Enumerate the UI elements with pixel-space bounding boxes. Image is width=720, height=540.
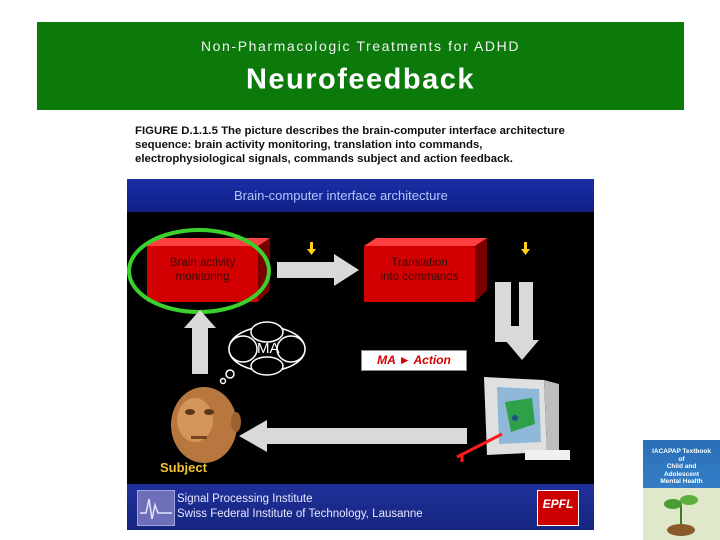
translation-label-line2: into commands bbox=[364, 270, 475, 284]
bci-diagram: Brain activity monitoring Translation in… bbox=[127, 212, 594, 484]
epfl-logo: EPFL bbox=[537, 490, 579, 526]
display-monitor bbox=[484, 377, 570, 460]
thought-label: MA bbox=[257, 340, 280, 357]
institute-line-1: Signal Processing Institute bbox=[177, 493, 313, 505]
epfl-logo-text: EPFL bbox=[538, 497, 578, 511]
figure-caption: FIGURE D.1.1.5 The picture describes the… bbox=[127, 115, 594, 179]
monitoring-label: Brain activity monitoring bbox=[147, 256, 258, 284]
slide-subtitle: Non-Pharmacologic Treatments for ADHD bbox=[37, 38, 684, 54]
architecture-title-band: Brain-computer interface architecture bbox=[127, 179, 594, 212]
figure-label: FIGURE D.1.1.5 bbox=[135, 125, 218, 137]
translation-label: Translation into commands bbox=[364, 256, 475, 284]
monitoring-label-line2: monitoring bbox=[147, 270, 258, 284]
institute-band: Signal Processing Institute Swiss Federa… bbox=[127, 484, 594, 530]
plant-icon bbox=[643, 440, 720, 540]
arrow-down-right bbox=[495, 282, 539, 360]
textbook-cover: IACAPAP Textbook of Child and Adolescent… bbox=[643, 440, 720, 540]
signal-arrow-1 bbox=[307, 242, 316, 255]
arrow-up-to-monitoring bbox=[184, 310, 216, 374]
action-box: MA ► Action bbox=[361, 350, 467, 371]
subject-head bbox=[171, 387, 241, 463]
signal-arrow-2 bbox=[521, 242, 530, 255]
translation-label-line1: Translation bbox=[364, 256, 475, 270]
arrow-to-translation bbox=[277, 254, 359, 286]
institute-line-2: Swiss Federal Institute of Technology, L… bbox=[177, 508, 423, 520]
architecture-title: Brain-computer interface architecture bbox=[234, 188, 448, 203]
slide-title: Neurofeedback bbox=[37, 66, 684, 95]
feedback-arrow bbox=[239, 420, 467, 452]
bci-figure: FIGURE D.1.1.5 The picture describes the… bbox=[127, 115, 594, 530]
signal-processing-logo bbox=[137, 490, 175, 526]
title-banner: Non-Pharmacologic Treatments for ADHD Ne… bbox=[37, 22, 684, 110]
subject-label: Subject bbox=[160, 460, 207, 475]
action-label: MA ► Action bbox=[362, 353, 466, 367]
monitoring-label-line1: Brain activity bbox=[147, 256, 258, 270]
